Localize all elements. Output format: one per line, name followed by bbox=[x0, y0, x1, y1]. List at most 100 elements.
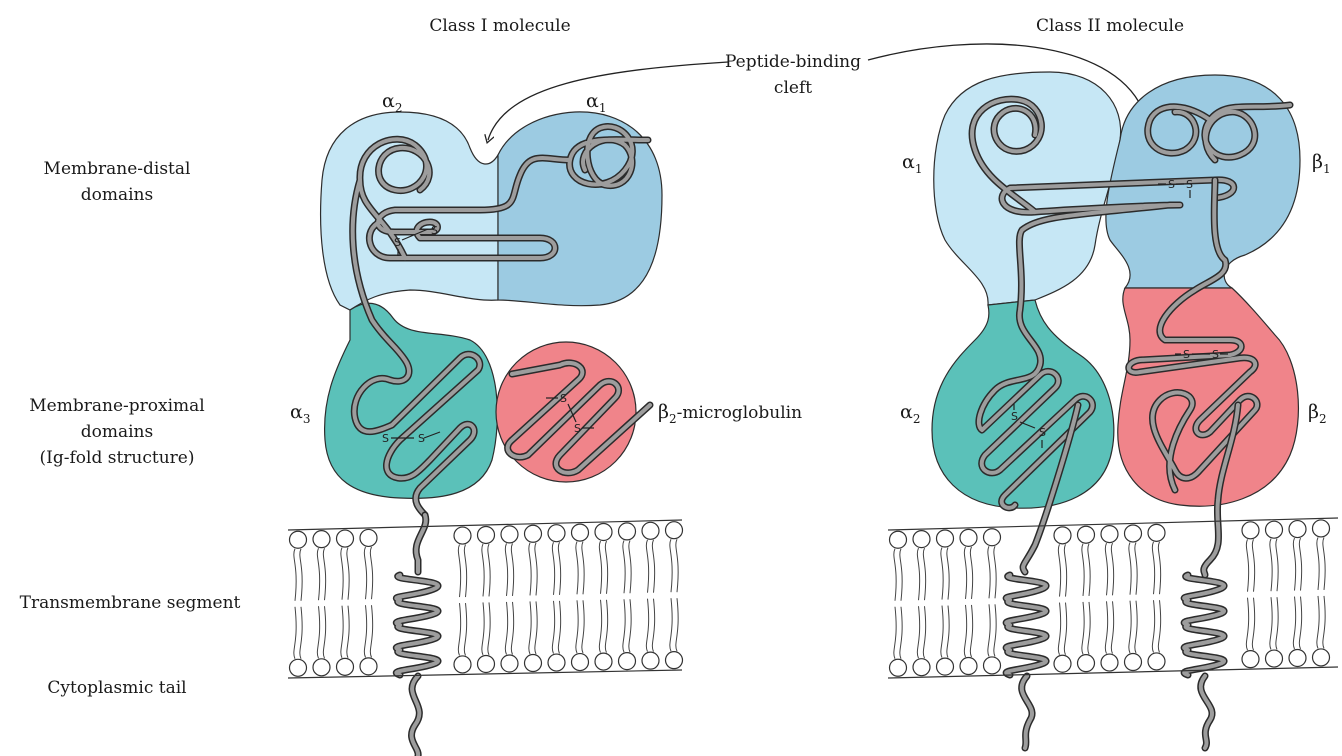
class1-alpha2-label: α2 bbox=[382, 90, 402, 115]
lipid-tail bbox=[676, 539, 678, 592]
lipid-tail bbox=[1064, 603, 1066, 655]
lipid-tail bbox=[482, 602, 484, 655]
lipid-tail bbox=[1293, 538, 1295, 590]
lipid-tail bbox=[582, 542, 584, 595]
lipid-tail bbox=[670, 539, 672, 592]
lipid-head bbox=[1078, 526, 1095, 543]
lipid-tail bbox=[652, 540, 654, 593]
lipid-tail bbox=[1246, 598, 1248, 650]
lipid-head bbox=[937, 530, 954, 547]
lipid-head bbox=[1125, 654, 1142, 671]
class1-molecule: S S S S S S α2 α1 α3 β2-microglobulin bbox=[290, 90, 802, 756]
lipid-head bbox=[890, 531, 907, 548]
lipid-tail bbox=[529, 543, 531, 596]
class2-lipid-bilayer bbox=[888, 518, 1338, 678]
lipid-tail bbox=[1323, 537, 1325, 589]
ss-label: S bbox=[1039, 426, 1046, 439]
lipid-tail bbox=[1252, 539, 1254, 591]
class2-beta1-label: β1 bbox=[1312, 151, 1331, 176]
lipid-tail bbox=[341, 606, 343, 658]
class2-title: Class II molecule bbox=[1036, 16, 1184, 36]
lipid-tail bbox=[1105, 543, 1107, 595]
lipid-tail bbox=[652, 599, 654, 652]
class2-alpha-transmembrane-helix bbox=[1006, 575, 1046, 675]
lipid-head bbox=[960, 658, 977, 675]
ss-label: S bbox=[1183, 348, 1190, 361]
lipid-tail bbox=[1317, 537, 1319, 589]
ss-label: S bbox=[574, 422, 581, 435]
lipid-tail bbox=[464, 545, 466, 597]
lipid-tail bbox=[917, 606, 919, 658]
lipid-tail bbox=[552, 601, 554, 654]
lipid-head bbox=[478, 526, 495, 543]
lipid-tail bbox=[964, 547, 966, 599]
lipid-head bbox=[525, 655, 542, 672]
peptide-cleft-label: Peptide-binding cleft bbox=[725, 52, 861, 98]
lipid-head bbox=[595, 523, 612, 540]
lipid-tail bbox=[317, 548, 319, 600]
lipid-head bbox=[619, 653, 636, 670]
lipid-tail bbox=[1246, 539, 1248, 591]
lipid-tail bbox=[605, 541, 607, 594]
lipid-head bbox=[913, 659, 930, 676]
lipid-tail bbox=[1158, 600, 1160, 652]
lipid-tail bbox=[1058, 544, 1060, 596]
ss-label: S bbox=[418, 432, 425, 445]
lipid-head bbox=[360, 658, 377, 675]
lipid-head bbox=[642, 522, 659, 539]
lipid-tail bbox=[988, 546, 990, 598]
lipid-head bbox=[478, 655, 495, 672]
lipid-tail bbox=[646, 540, 648, 593]
lipid-tail bbox=[323, 606, 325, 658]
lipid-tail bbox=[300, 549, 302, 601]
lipid-tail bbox=[364, 547, 366, 599]
lipid-head bbox=[1054, 655, 1071, 672]
lipid-tail bbox=[576, 600, 578, 653]
ss-label: S bbox=[1011, 410, 1018, 423]
side-labels: Membrane-distal domains Membrane-proxima… bbox=[20, 159, 241, 698]
lipid-head bbox=[313, 531, 330, 548]
lipid-head bbox=[1101, 526, 1118, 543]
lipid-head bbox=[890, 659, 907, 676]
lipid-tail bbox=[994, 604, 996, 656]
label-distal-1: Membrane-distal bbox=[44, 159, 191, 179]
lipid-tail bbox=[947, 547, 949, 599]
lipid-tail bbox=[900, 549, 902, 601]
lipid-tail bbox=[529, 601, 531, 654]
lipid-head bbox=[1242, 651, 1259, 668]
lipid-tail bbox=[511, 602, 513, 655]
lipid-head bbox=[1054, 527, 1071, 544]
lipid-tail bbox=[894, 549, 896, 601]
lipid-tail bbox=[1270, 597, 1272, 649]
lipid-tail bbox=[947, 606, 949, 658]
lipid-head bbox=[1289, 649, 1306, 666]
lipid-tail bbox=[1058, 603, 1060, 655]
lipid-tail bbox=[970, 547, 972, 599]
ss-label: S bbox=[394, 236, 401, 249]
label-proximal-3: (Ig-fold structure) bbox=[40, 448, 195, 468]
lipid-head bbox=[619, 523, 636, 540]
class1-alpha3-domain bbox=[325, 303, 498, 498]
lipid-tail bbox=[1135, 542, 1137, 594]
lipid-tail bbox=[1111, 601, 1113, 653]
lipid-tail bbox=[458, 603, 460, 655]
lipid-head bbox=[666, 652, 683, 669]
lipid-tail bbox=[364, 605, 366, 657]
lipid-tail bbox=[300, 607, 302, 659]
lipid-tail bbox=[488, 544, 490, 597]
lipid-tail bbox=[994, 546, 996, 598]
lipid-tail bbox=[582, 600, 584, 653]
class2-beta-transmembrane-helix bbox=[1184, 575, 1224, 675]
lipid-head bbox=[1148, 524, 1165, 541]
lipid-tail bbox=[1082, 544, 1084, 596]
lipid-tail bbox=[1158, 542, 1160, 594]
lipid-head bbox=[913, 531, 930, 548]
lipid-head bbox=[984, 657, 1001, 674]
class1-title: Class I molecule bbox=[429, 16, 570, 36]
label-cytoplasmic: Cytoplasmic tail bbox=[47, 678, 186, 698]
lipid-head bbox=[960, 529, 977, 546]
lipid-head bbox=[454, 656, 471, 673]
label-distal-2: domains bbox=[81, 185, 153, 205]
lipid-tail bbox=[1299, 538, 1301, 590]
lipid-tail bbox=[599, 600, 601, 653]
